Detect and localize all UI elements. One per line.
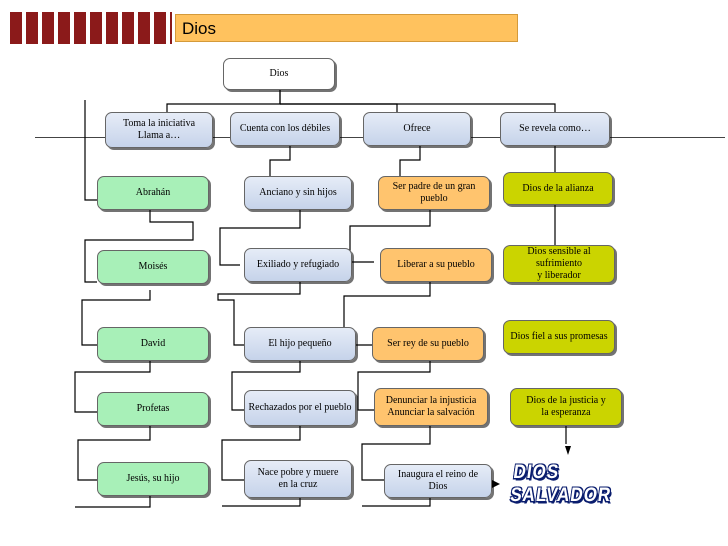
col1-item-1: Abrahán (97, 176, 209, 210)
col2-item-4-label: Rechazados por el pueblo (248, 402, 352, 413)
col3-head-label: Ofrece (403, 123, 431, 134)
root-node: Dios (223, 58, 335, 90)
col4-item-1-label: Dios de la alianza (522, 182, 594, 194)
arrow-down-icon (565, 446, 571, 455)
col1-item-5: Jesús, su hijo (97, 462, 209, 496)
col1-item-3-label: David (140, 338, 166, 349)
col1-item-2: Moisés (97, 250, 209, 284)
col4-item-1: Dios de la alianza (503, 172, 613, 205)
col4-item-3: Dios fiel a sus promesas (503, 320, 615, 354)
col2-head-label: Cuenta con los débiles (239, 123, 331, 134)
root-label: Dios (269, 68, 289, 79)
page-title: Dios (175, 14, 518, 42)
col4-item-2: Dios sensible al sufrimiento y liberador (503, 245, 615, 283)
col1-item-2-label: Moisés (138, 261, 168, 272)
col4-item-3-label: Dios fiel a sus promesas (510, 331, 608, 342)
col2-item-4: Rechazados por el pueblo (244, 390, 356, 426)
col4-item-2-label: Dios sensible al sufrimiento y liberador (527, 246, 591, 281)
col3-item-2: Liberar a su pueblo (380, 248, 492, 282)
col3-item-5: Inaugura el reino de Dios (384, 464, 492, 498)
col1-item-4: Profetas (97, 392, 209, 426)
col3-item-5-label: Inaugura el reino de Dios (397, 469, 479, 492)
col2-item-2-label: Exiliado y refugiado (256, 259, 340, 270)
col1-item-3: David (97, 327, 209, 361)
col1-item-4-label: Profetas (136, 403, 170, 414)
col3-item-3: Ser rey de su pueblo (372, 327, 484, 361)
col2-item-1: Anciano y sin hijos (244, 176, 352, 210)
col3-item-2-label: Liberar a su pueblo (397, 259, 475, 270)
col1-head: Toma la iniciativa Llama a… (105, 112, 213, 148)
col2-head: Cuenta con los débiles (230, 112, 340, 146)
col3-head: Ofrece (363, 112, 471, 146)
col4-head: Se revela como… (500, 112, 610, 146)
col1-item-5-label: Jesús, su hijo (126, 473, 180, 484)
col4-item-4: Dios de la justicia y la esperanza (510, 388, 622, 426)
col1-item-1-label: Abrahán (135, 187, 171, 198)
col2-item-5: Nace pobre y muere en la cruz (244, 460, 352, 498)
col2-item-2: Exiliado y refugiado (244, 248, 352, 282)
header-stripes (10, 12, 172, 44)
col3-item-4-label: Denunciar la injusticia Anunciar la salv… (385, 395, 477, 418)
col3-item-1: Ser padre de un gran pueblo (378, 176, 490, 210)
col4-head-label: Se revela como… (519, 123, 591, 134)
arrow-right-icon (492, 480, 500, 488)
col2-item-1-label: Anciano y sin hijos (259, 187, 337, 198)
col4-item-4-label: Dios de la justicia y la esperanza (526, 395, 606, 418)
dios-salvador-wordart: DIOS SALVADOR (508, 461, 613, 506)
col3-item-1-label: Ser padre de un gran pueblo (392, 181, 476, 204)
col2-item-3: El hijo pequeño (244, 327, 356, 361)
col3-item-4: Denunciar la injusticia Anunciar la salv… (374, 388, 488, 426)
col2-item-3-label: El hijo pequeño (268, 338, 332, 349)
col1-head-label: Toma la iniciativa Llama a… (122, 118, 196, 141)
col3-item-3-label: Ser rey de su pueblo (387, 338, 469, 349)
col2-item-5-label: Nace pobre y muere en la cruz (257, 467, 339, 490)
